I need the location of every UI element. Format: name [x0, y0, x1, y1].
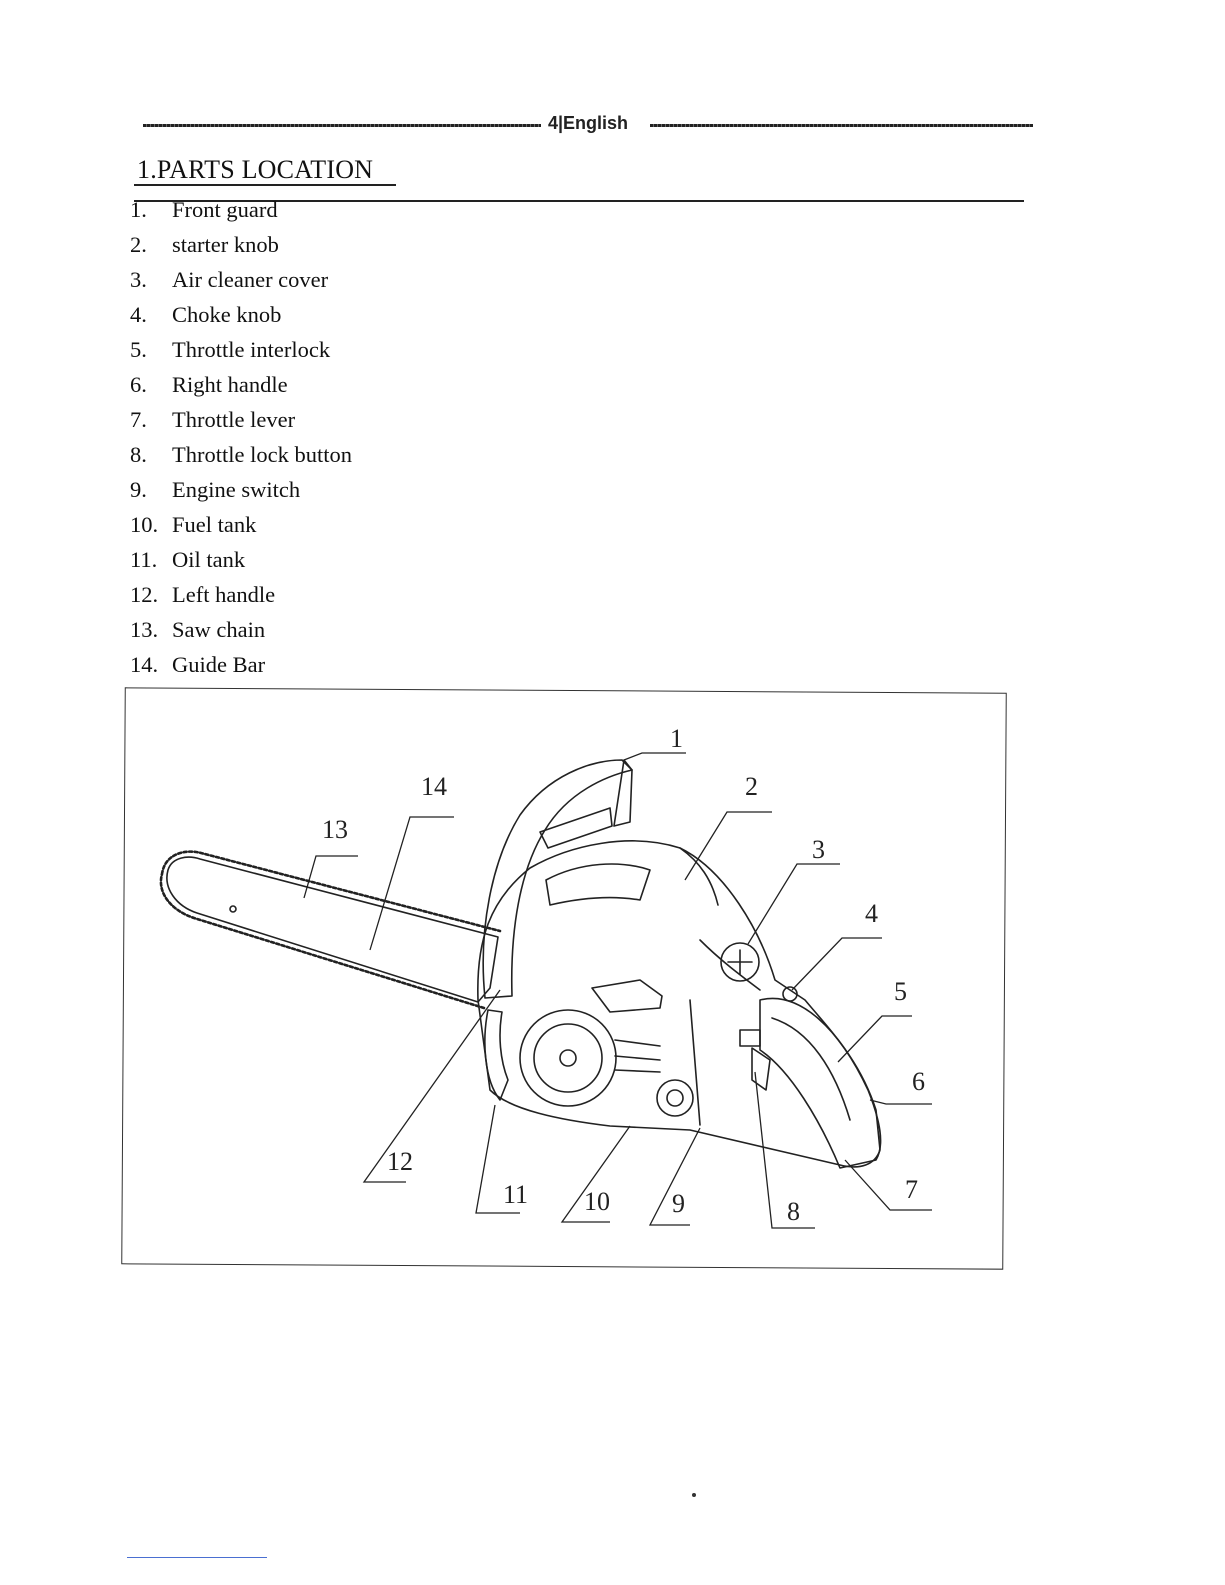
callout-12: 12	[387, 1147, 413, 1176]
leader-line-8	[755, 1072, 815, 1228]
rear-handle	[760, 998, 881, 1168]
callout-4: 4	[865, 899, 878, 928]
callout-9: 9	[672, 1189, 685, 1218]
callout-1: 1	[670, 724, 683, 753]
guide-bar	[167, 857, 498, 1002]
saw-chain	[161, 852, 500, 1008]
engine-housing	[478, 841, 880, 1167]
starter-knob	[592, 980, 662, 1012]
callout-6: 6	[912, 1067, 925, 1096]
leader-line-4	[792, 938, 882, 990]
callout-11: 11	[503, 1180, 528, 1209]
leader-line-3	[748, 864, 840, 944]
fuel-cap	[657, 1080, 693, 1116]
leader-line-14	[370, 817, 454, 950]
bar-hole	[230, 906, 236, 912]
leader-line-12	[364, 990, 500, 1182]
leader-line-1	[624, 753, 686, 760]
callout-10: 10	[584, 1187, 610, 1216]
leader-line-2	[685, 812, 772, 880]
footer-line	[127, 1557, 267, 1558]
callout-13: 13	[322, 815, 348, 844]
front-guard	[483, 760, 632, 998]
throttle-lever	[752, 1048, 770, 1090]
callout-5: 5	[894, 977, 907, 1006]
callout-8: 8	[787, 1197, 800, 1226]
oil-tank	[485, 1010, 508, 1100]
footer-dot	[692, 1493, 696, 1497]
leader-line-6	[870, 1100, 932, 1104]
callout-2: 2	[745, 772, 758, 801]
callout-3: 3	[812, 835, 825, 864]
callout-14: 14	[421, 772, 447, 801]
callout-7: 7	[905, 1175, 918, 1204]
